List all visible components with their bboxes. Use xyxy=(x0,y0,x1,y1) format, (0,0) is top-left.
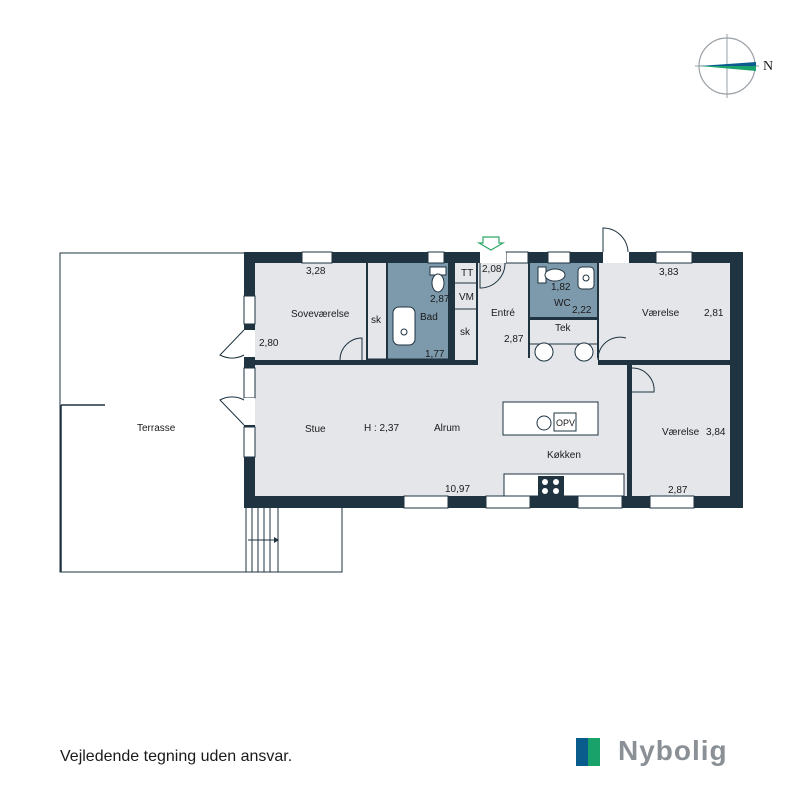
disclaimer-text: Vejledende tegning uden ansvar. xyxy=(60,748,293,765)
dim-bad-width: 2,87 xyxy=(430,294,450,305)
dim-bad-height: 1,77 xyxy=(425,349,445,360)
logo-wordmark: Nybolig xyxy=(618,735,728,766)
compass-north-label: N xyxy=(763,59,773,74)
dim-wc-height: 2,22 xyxy=(572,305,592,316)
room-vaerelse-2 xyxy=(632,365,730,496)
room-label-kokken: Køkken xyxy=(547,450,581,461)
label-sk-1: sk xyxy=(371,315,382,326)
room-label-vaerelse-1: Værelse xyxy=(642,308,680,319)
room-vaerelse-1 xyxy=(599,263,730,360)
doors xyxy=(219,227,655,426)
logo-blue-bar xyxy=(576,738,588,766)
dim-wc-width: 1,82 xyxy=(551,282,571,293)
dim-sov-height: 2,80 xyxy=(259,338,279,349)
dim-vaerelse1-width: 3,83 xyxy=(659,267,679,278)
fixtures xyxy=(392,266,625,497)
dim-vaerelse2-height: 3,84 xyxy=(706,427,726,438)
terrace: Terrasse xyxy=(59,252,343,573)
logo-green-bar xyxy=(588,738,600,766)
windows xyxy=(243,251,695,509)
room-label-entre: Entré xyxy=(491,308,515,319)
room-label-wc: WC xyxy=(554,298,571,309)
dim-stue-width: 10,97 xyxy=(445,484,470,495)
ceiling-height: H : 2,37 xyxy=(364,423,399,434)
label-opv: OPV xyxy=(556,418,575,428)
label-vm: VM xyxy=(459,292,474,303)
room-label-sovevaerelse: Soveværelse xyxy=(291,309,350,320)
dim-vaerelse1-height: 2,81 xyxy=(704,308,724,319)
label-tt: TT xyxy=(461,268,473,279)
compass: N xyxy=(695,34,773,98)
dim-entre-width: 2,08 xyxy=(482,264,502,275)
room-label-terrasse: Terrasse xyxy=(137,423,176,434)
entry-arrow-icon xyxy=(476,236,506,251)
dim-entre-height: 2,87 xyxy=(504,334,524,345)
room-label-alrum: Alrum xyxy=(434,423,460,434)
dim-vaerelse2-width: 2,87 xyxy=(668,485,688,496)
room-entre xyxy=(478,263,528,360)
label-sk-2: sk xyxy=(460,327,471,338)
room-label-stue: Stue xyxy=(305,424,326,435)
dim-sov-width: 3,28 xyxy=(306,266,326,277)
room-label-tek: Tek xyxy=(555,323,572,334)
room-label-vaerelse-2: Værelse xyxy=(662,427,700,438)
room-label-bad: Bad xyxy=(420,312,438,323)
